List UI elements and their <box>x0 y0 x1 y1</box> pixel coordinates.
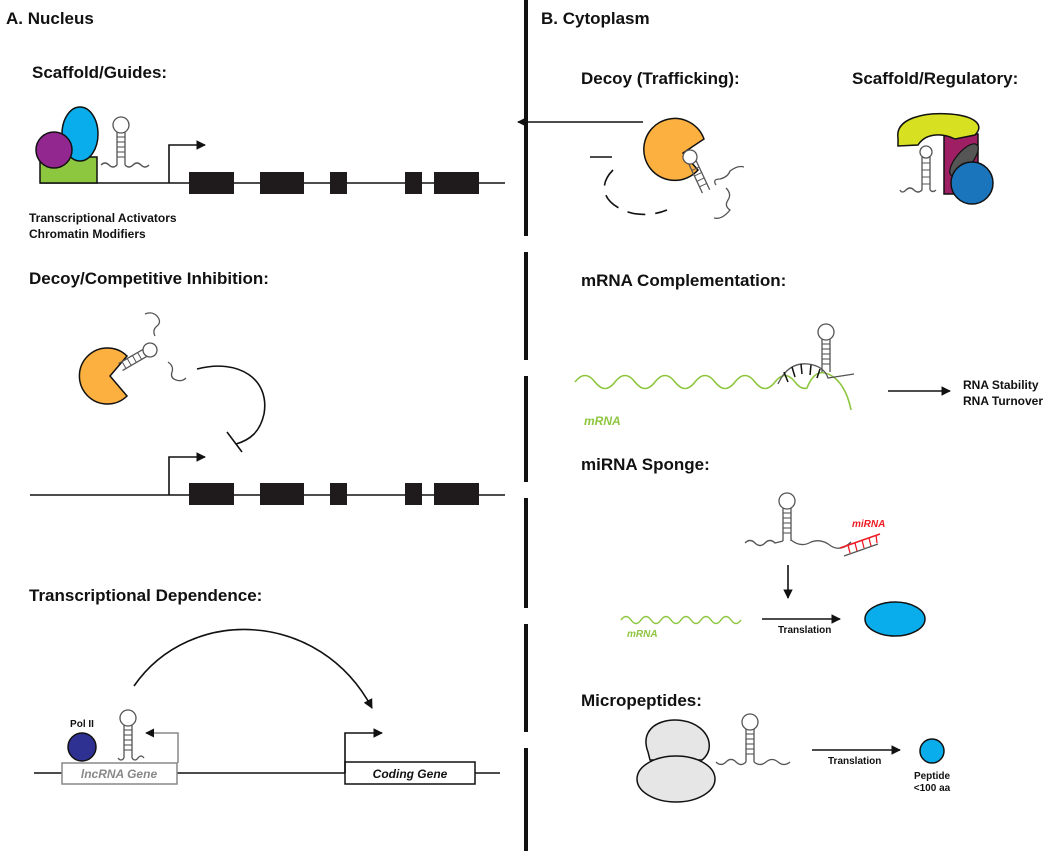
scaffold-guides-title: Scaffold/Guides: <box>32 63 167 82</box>
rna-stability-label: RNA Stability <box>963 378 1039 392</box>
mirna-sponge-title: miRNA Sponge: <box>581 455 710 474</box>
rna-tail-b1 <box>713 187 731 219</box>
exon-1 <box>189 172 234 194</box>
lncrna-gene-box <box>61 762 178 785</box>
translated-protein <box>864 601 926 637</box>
micropeptide-translation-label: Translation <box>828 756 881 767</box>
blue-protein-b <box>950 161 994 205</box>
exon-4b <box>405 483 422 505</box>
scaffold-caption-2: Chromatin Modifiers <box>29 227 146 241</box>
sponge-mrna-label: mRNA <box>627 629 658 640</box>
lncrna-tss-arrow <box>145 728 179 763</box>
rna-tail-1 <box>144 312 161 337</box>
decoy-inhibition-title: Decoy/Competitive Inhibition: <box>29 269 269 288</box>
lncrna-gene-label: lncRNA Gene <box>81 767 158 781</box>
mrna-complementation-title: mRNA Complementation: <box>581 271 786 290</box>
peptide-circle <box>919 738 945 764</box>
tss-arrow <box>168 140 206 183</box>
mrna-label: mRNA <box>584 414 621 428</box>
decoy-trafficking-title: Decoy (Trafficking): <box>581 69 740 88</box>
orange-protein <box>78 347 129 405</box>
yellow-green-protein <box>897 112 980 147</box>
decoy-inhibition-diagram <box>30 312 505 505</box>
ribosome-large-subunit <box>645 719 710 761</box>
ribosome-small-subunit <box>636 755 716 803</box>
inhibition-bar <box>226 431 243 453</box>
micropeptide-lncrna <box>715 713 791 766</box>
scaffold-caption-1: Transcriptional Activators <box>29 211 177 225</box>
sponge-translation-label: Translation <box>778 625 831 636</box>
trafficking-lncrna <box>682 149 711 194</box>
pol-ii-circle <box>67 732 97 762</box>
mrna-strand <box>574 371 852 411</box>
decoy-trafficking-diagram <box>517 117 745 219</box>
exon-5 <box>434 172 479 194</box>
orange-protein-b <box>643 117 705 182</box>
purple-protein <box>35 131 73 169</box>
decoy-lncrna <box>118 342 158 372</box>
tss-arrow-2 <box>168 452 206 495</box>
dashed-trafficking-arc <box>603 169 668 216</box>
sponge-mrna-strand <box>620 615 742 625</box>
nascent-lncrna <box>117 709 145 761</box>
dependence-title: Transcriptional Dependence: <box>29 586 262 605</box>
peptide-label-2: <100 aa <box>914 783 951 794</box>
pol-ii-label: Pol II <box>70 719 94 730</box>
scaffold-guides-diagram <box>35 106 505 194</box>
panel-b-title: B. Cytoplasm <box>541 9 650 28</box>
rna-turnover-label: RNA Turnover <box>963 394 1043 408</box>
inhibition-arc <box>196 365 266 445</box>
coding-gene-label: Coding Gene <box>373 767 448 781</box>
dependence-arc <box>133 628 373 709</box>
rna-tail-b2 <box>714 165 745 186</box>
mirna-duplex <box>839 533 881 557</box>
exon-3b <box>330 483 347 505</box>
scaffold-lncrna <box>899 145 937 193</box>
panel-a-title: A. Nucleus <box>6 9 94 28</box>
sponge-stemloop <box>778 492 796 542</box>
exon-3 <box>330 172 347 194</box>
sponge-lncrna-strand <box>744 539 852 549</box>
exon-4 <box>405 172 422 194</box>
exon-5b <box>434 483 479 505</box>
micropeptides-diagram <box>636 713 945 803</box>
mrna-complementation-diagram <box>574 323 951 411</box>
mirna-label: miRNA <box>852 519 885 530</box>
dependence-diagram: lncRNA Gene Coding Gene Pol II <box>34 628 500 785</box>
micropeptides-title: Micropeptides: <box>581 691 702 710</box>
coding-tss-arrow <box>344 728 383 773</box>
mirna-sponge-diagram: miRNA <box>620 492 926 637</box>
lncrna-pairing <box>777 363 855 385</box>
exon-2b <box>260 483 304 505</box>
scaffold-regulatory-title: Scaffold/Regulatory: <box>852 69 1018 88</box>
scaffold-regulatory-diagram <box>897 112 994 205</box>
rna-tail-2 <box>167 361 187 382</box>
exon-1b <box>189 483 234 505</box>
complementation-stemloop <box>817 323 835 373</box>
exon-2 <box>260 172 304 194</box>
peptide-label-1: Peptide <box>914 771 951 782</box>
lncrna-stemloop <box>100 116 150 168</box>
